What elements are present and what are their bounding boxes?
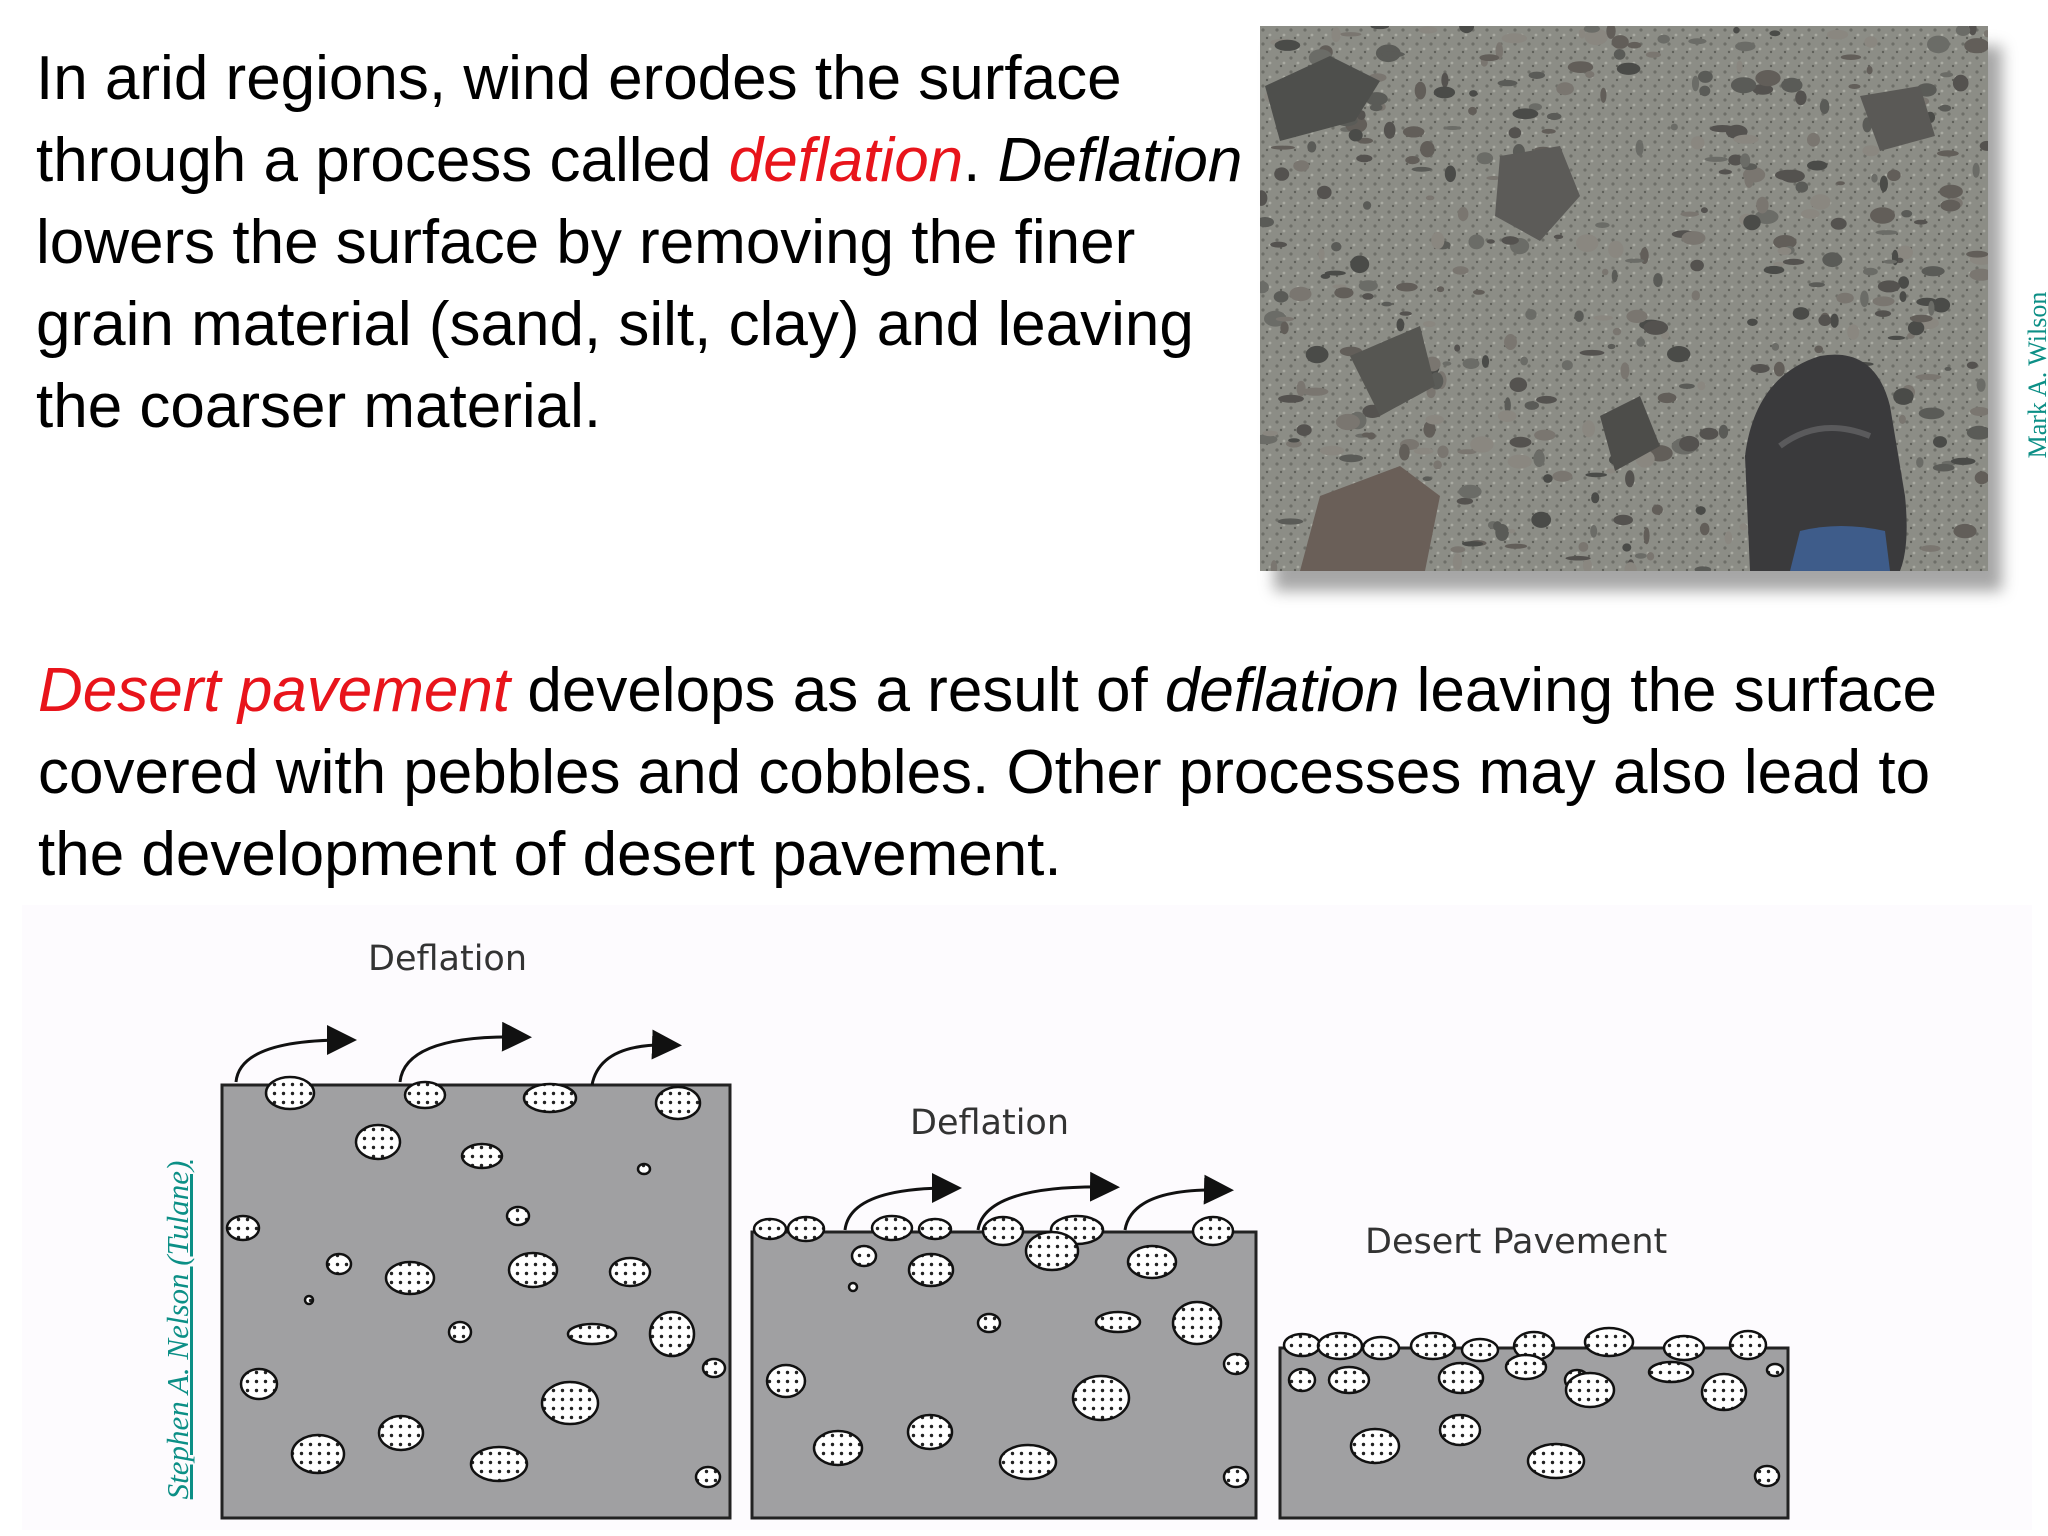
pavement-text-1: develops as a result of <box>510 656 1165 725</box>
diagram-credit-link[interactable]: Stephen A. Nelson (Tulane) <box>160 1160 195 1500</box>
term-deflation: deflation <box>728 126 964 195</box>
desert-pavement-photo <box>1260 26 1988 571</box>
intro-text-2: . <box>963 126 998 195</box>
boot <box>1745 354 1907 571</box>
large-stone <box>1265 56 1380 141</box>
large-stone <box>1300 466 1440 571</box>
large-stone <box>1600 396 1660 471</box>
intro-paragraph: In arid regions, wind erodes the surface… <box>36 38 1246 448</box>
pavement-text-2: leaving the surface covered with pebbles… <box>38 656 1938 889</box>
large-stone <box>1350 326 1435 416</box>
boot-detail <box>1778 425 1872 449</box>
diagram-background <box>22 905 2032 1530</box>
term-deflation-italic-2: deflation <box>1164 656 1400 725</box>
photo-image <box>1260 26 1988 571</box>
large-stone <box>1860 86 1935 151</box>
intro-text-3: lowers the surface by removing the finer… <box>36 208 1194 441</box>
jeans <box>1790 526 1890 571</box>
term-deflation-italic: Deflation <box>997 126 1243 195</box>
intro-text-1: In arid regions, wind erodes the surface… <box>36 44 1122 195</box>
term-desert-pavement: Desert pavement <box>38 656 511 725</box>
photo-credit-link[interactable]: Mark A. Wilson <box>2023 291 2048 459</box>
large-stone <box>1495 146 1580 241</box>
pavement-paragraph: Desert pavement develops as a result of … <box>38 650 1998 896</box>
